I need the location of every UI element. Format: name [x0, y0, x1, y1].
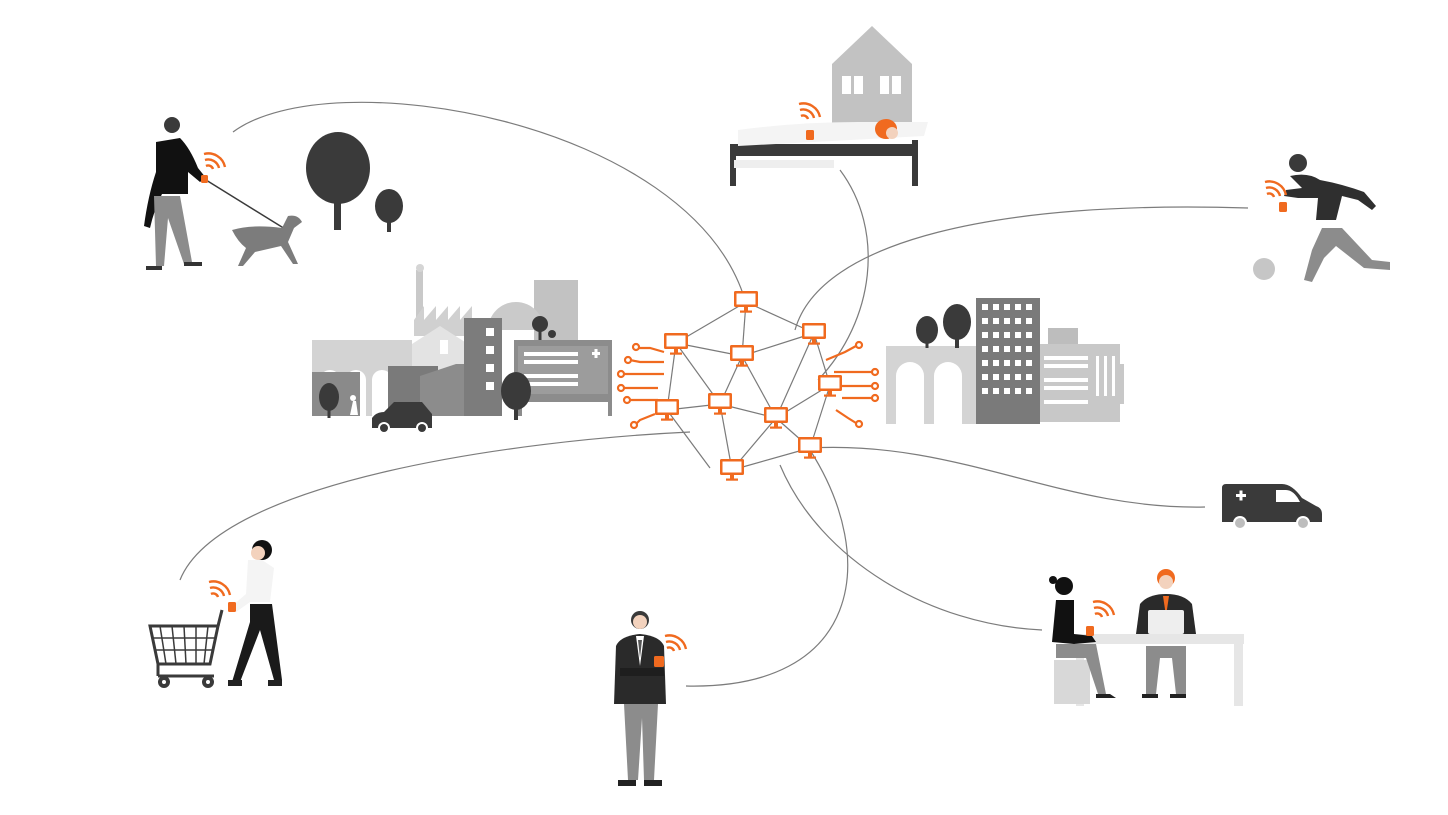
computer-network-icon: [655, 291, 842, 481]
person-jogging: [1253, 154, 1390, 282]
wireless-signal-icon: [1263, 180, 1288, 199]
woman-shopping: [148, 540, 282, 688]
wearable-wristband-icon: [806, 130, 814, 140]
wearable-wristband-icon: [1086, 626, 1094, 636]
circuit-traces-right: [825, 340, 880, 429]
link-jogger: [794, 206, 1249, 331]
wireless-signal-icon: [207, 580, 232, 599]
wearable-wristband-icon: [201, 175, 208, 183]
circuit-traces-left: [616, 342, 665, 430]
wireless-signal-icon: [202, 152, 227, 171]
ambulance: [1222, 484, 1322, 530]
man-with-wristband: [614, 611, 688, 786]
doctor-consultation: [1049, 569, 1244, 706]
person-walking-dog: [144, 117, 403, 270]
city-buildings-left: [312, 264, 612, 434]
link-dog-walker: [232, 101, 746, 301]
wireless-signal-icon: [1091, 600, 1116, 619]
link-ambulance: [809, 446, 1206, 508]
wearable-wristband-icon: [228, 602, 236, 612]
wearable-wristband-icon: [654, 656, 664, 667]
ambulance-icon: [1222, 484, 1322, 522]
wearable-wristband-icon: [1279, 202, 1287, 212]
connection-lines: [179, 101, 1249, 687]
city-buildings-right: [886, 298, 1124, 424]
patient-in-bed-at-home: [730, 26, 928, 186]
computer-network: [616, 291, 880, 481]
wireless-signal-icon: [663, 634, 688, 653]
wireless-signal-icon: [797, 102, 822, 121]
link-doctor: [779, 464, 1043, 631]
link-man: [685, 449, 849, 687]
link-shopper: [179, 431, 691, 581]
